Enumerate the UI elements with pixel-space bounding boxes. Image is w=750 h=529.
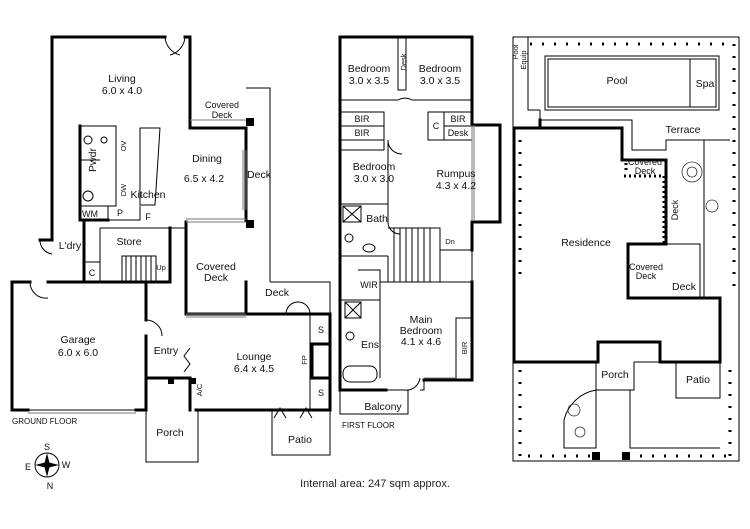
bir-main-label: BIR <box>460 341 469 354</box>
covered-deck-1-label: Covered <box>205 100 239 110</box>
porch-1-label: Porch <box>156 427 184 439</box>
fireplace-label: FP <box>300 355 309 365</box>
garage-dimensions: 6.0 x 6.0 <box>58 347 98 359</box>
site-plan <box>512 36 740 462</box>
lounge-dimensions: 6.4 x 4.5 <box>234 363 274 375</box>
compass-west: W <box>62 460 71 470</box>
air-conditioner-label: A/C <box>195 383 204 396</box>
desk-2-label: Desk <box>448 128 469 138</box>
cupboard-1-label: C <box>89 268 96 278</box>
compass-south: S <box>44 442 50 452</box>
bedroom-3-label: Bedroom <box>353 161 396 173</box>
bedroom-2-label: Bedroom <box>419 63 462 75</box>
covered-deck-3-label-b: Deck <box>635 166 656 176</box>
ground-floor-plan <box>10 35 332 463</box>
covered-deck-2-label: Covered <box>196 261 236 273</box>
cupboard-2-label: C <box>433 121 440 131</box>
ensuite-label: Ens <box>361 339 379 351</box>
wir-label: WIR <box>360 280 378 290</box>
spa-label: Spa <box>696 78 715 90</box>
powder-room-label: Pwdr <box>87 148 99 172</box>
dishwasher-label: DW <box>119 183 128 196</box>
storage-2-label: S <box>318 388 324 398</box>
main-bedroom-dimensions: 4.1 x 4.6 <box>401 336 441 348</box>
covered-deck-3-label: Covered <box>628 157 662 167</box>
residence-label: Residence <box>561 237 611 249</box>
pool-label: Pool <box>606 75 627 87</box>
covered-deck-1-label-b: Deck <box>212 110 233 120</box>
living-label: Living <box>108 73 136 85</box>
compass-north: N <box>47 481 54 491</box>
terrace-label: Terrace <box>665 124 700 136</box>
deck-2-label: Deck <box>265 287 290 299</box>
rumpus-label: Rumpus <box>436 168 475 180</box>
balcony-label: Balcony <box>364 401 402 413</box>
deck-3-label: Deck <box>670 199 680 220</box>
kitchen-label: Kitchen <box>130 189 165 201</box>
stairs-down-label: Dn <box>445 237 455 246</box>
main-bedroom-label: Main <box>410 314 433 326</box>
first-floor-plan <box>338 35 502 415</box>
dining-dimensions: 6.5 x 4.2 <box>184 173 224 185</box>
lounge-label: Lounge <box>236 351 271 363</box>
fridge-label: F <box>145 212 151 222</box>
pool-equip-label-2: Equip <box>519 50 528 69</box>
covered-deck-4-label-b: Deck <box>636 271 657 281</box>
entry-label: Entry <box>154 345 179 357</box>
bir-1-label: BIR <box>354 114 370 124</box>
bedroom-1-label: Bedroom <box>348 63 391 75</box>
bedroom-2-dimensions: 3.0 x 3.5 <box>420 75 460 87</box>
compass <box>34 452 60 478</box>
main-bedroom-label-b: Bedroom <box>400 325 443 337</box>
compass-east: E <box>25 462 31 472</box>
desk-1-label: Desk <box>399 53 408 70</box>
rumpus-dimensions: 4.3 x 4.2 <box>436 180 476 192</box>
bedroom-3-dimensions: 3.0 x 3.0 <box>354 173 394 185</box>
washing-machine-label: WM <box>82 209 98 219</box>
deck-4-label: Deck <box>672 281 697 293</box>
stairs-up-label: Up <box>156 263 166 272</box>
covered-deck-4-label: Covered <box>629 262 663 272</box>
bedroom-1-dimensions: 3.0 x 3.5 <box>349 75 389 87</box>
pantry-label: P <box>117 208 123 218</box>
bir-2-label: BIR <box>354 128 370 138</box>
living-dimensions: 6.0 x 4.0 <box>102 85 142 97</box>
storage-1-label: S <box>318 325 324 335</box>
patio-1-label: Patio <box>288 434 312 446</box>
covered-deck-2-label-b: Deck <box>204 272 229 284</box>
pool-equip-label-1: Pool <box>511 44 520 59</box>
ground-floor-title: GROUND FLOOR <box>12 417 78 426</box>
garage-label: Garage <box>60 334 95 346</box>
store-label: Store <box>116 236 141 248</box>
first-floor-title: FIRST FLOOR <box>342 421 395 430</box>
bir-3-label: BIR <box>450 114 466 124</box>
dining-label: Dining <box>192 153 222 165</box>
oven-label: OV <box>119 141 128 152</box>
porch-2-label: Porch <box>601 369 629 381</box>
laundry-label: L'dry <box>59 240 82 252</box>
bath-label: Bath <box>366 213 388 225</box>
internal-area-note: Internal area: 247 sqm approx. <box>300 478 450 490</box>
patio-2-label: Patio <box>686 374 710 386</box>
deck-1-label: Deck <box>247 169 272 181</box>
